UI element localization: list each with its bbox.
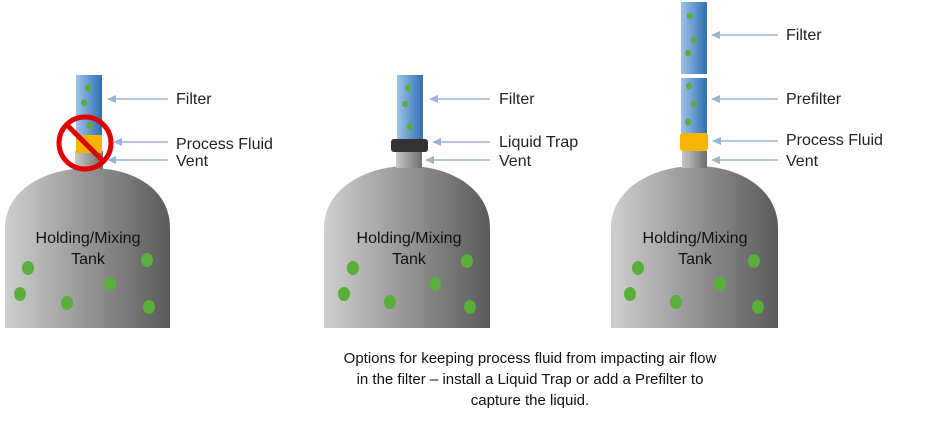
particle: [429, 277, 441, 291]
particle: [461, 254, 473, 268]
particle: [714, 277, 726, 291]
prefilter-label: Prefilter: [786, 91, 842, 108]
tank-label-line2: Tank: [392, 251, 427, 268]
tank-label-line2: Tank: [678, 251, 713, 268]
diagram-caption: Options for keeping process fluid from i…: [270, 348, 790, 411]
tank-particles: [14, 253, 155, 314]
tank-body: [5, 168, 170, 328]
particle: [691, 100, 697, 108]
vent-label: Vent: [786, 153, 819, 170]
particle: [61, 296, 73, 310]
particle: [464, 300, 476, 314]
tank-label-line1: Holding/Mixing: [643, 230, 748, 247]
panel-1: Holding/Mixing Tank Filter Process Fluid…: [5, 75, 273, 328]
tank-particles: [338, 254, 476, 314]
tank-body: [611, 166, 778, 328]
particle: [384, 295, 396, 309]
liquid-trap: [391, 139, 428, 152]
particle: [405, 84, 411, 92]
particle: [632, 261, 644, 275]
particle: [338, 287, 350, 301]
particle: [81, 99, 87, 107]
vent-label: Vent: [499, 153, 532, 170]
particle: [143, 300, 155, 314]
caption-line: in the filter – install a Liquid Trap or…: [356, 371, 704, 388]
particle: [407, 123, 413, 131]
particle: [14, 287, 26, 301]
particle: [141, 253, 153, 267]
particle: [685, 118, 691, 126]
tank-label-line2: Tank: [71, 251, 106, 268]
particle: [624, 287, 636, 301]
particle: [686, 82, 692, 90]
filter-label: Filter: [786, 27, 822, 44]
tank-label-line1: Holding/Mixing: [357, 230, 462, 247]
prohibited-sign: [56, 114, 114, 172]
particle: [402, 100, 408, 108]
particle: [22, 261, 34, 275]
particle: [752, 300, 764, 314]
particle: [685, 49, 691, 57]
caption-line: capture the liquid.: [470, 392, 590, 409]
vent-neck: [396, 151, 422, 168]
tank-label-line1: Holding/Mixing: [36, 230, 141, 247]
particle: [691, 36, 697, 44]
tank-body: [324, 166, 490, 328]
particle: [347, 261, 359, 275]
particle: [85, 84, 91, 92]
process-fluid: [680, 133, 708, 151]
particle: [687, 12, 693, 20]
process-fluid-label: Process Fluid: [786, 132, 883, 149]
caption-line: Options for keeping process fluid from i…: [343, 350, 717, 367]
panel-2: Holding/Mixing Tank Filter Liquid Trap V…: [324, 75, 578, 328]
panel-3: Holding/Mixing Tank Filter Prefilter Pro…: [611, 2, 883, 328]
liquid-trap-label: Liquid Trap: [499, 134, 578, 151]
particle: [748, 254, 760, 268]
vent-label: Vent: [176, 153, 209, 170]
process-fluid-label: Process Fluid: [176, 136, 273, 153]
vent-neck: [682, 151, 707, 168]
particle: [104, 277, 116, 291]
particle: [87, 122, 93, 130]
tank-particles: [624, 254, 764, 314]
filter-label: Filter: [499, 91, 535, 108]
filter-label: Filter: [176, 91, 212, 108]
particle: [670, 295, 682, 309]
